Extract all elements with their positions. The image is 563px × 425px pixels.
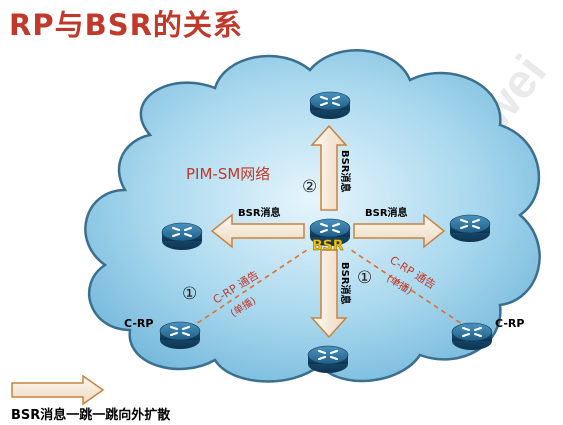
step-marker-left: ①	[182, 284, 197, 304]
bsr-arrow-right	[353, 213, 446, 249]
bsr-msg-down-label: BSR消息	[339, 262, 352, 305]
legend-arrow	[11, 374, 105, 406]
step-marker-up: ②	[302, 177, 317, 197]
router-label-crp-right: C-RP	[495, 317, 524, 330]
router-crp-left[interactable]	[159, 321, 201, 350]
router-crp-right[interactable]	[451, 322, 493, 351]
bsr-arrow-left	[210, 213, 305, 249]
router-bottom[interactable]	[307, 345, 349, 374]
bsr-arrow-down	[310, 249, 348, 339]
router-right[interactable]	[449, 214, 491, 243]
legend-text: BSR消息一跳一跳向外扩散	[11, 407, 171, 423]
bsr-msg-up-label: BSR消息	[339, 150, 352, 193]
router-left[interactable]	[161, 222, 203, 251]
page-title: RP与BSR的关系	[9, 8, 243, 42]
crp-announce-line-left	[189, 247, 311, 329]
router-top[interactable]	[309, 91, 351, 120]
crp-announce-line-right	[347, 247, 469, 329]
bsr-msg-right-label: BSR消息	[365, 206, 408, 219]
router-label-crp-left: C-RP	[124, 317, 153, 330]
network-label: PIM-SM网络	[186, 165, 270, 183]
bsr-arrow-up	[310, 124, 348, 211]
bsr-msg-left-label: BSR消息	[238, 206, 281, 219]
bsr-label: BSR	[312, 238, 344, 254]
step-marker-right: ①	[357, 268, 372, 288]
